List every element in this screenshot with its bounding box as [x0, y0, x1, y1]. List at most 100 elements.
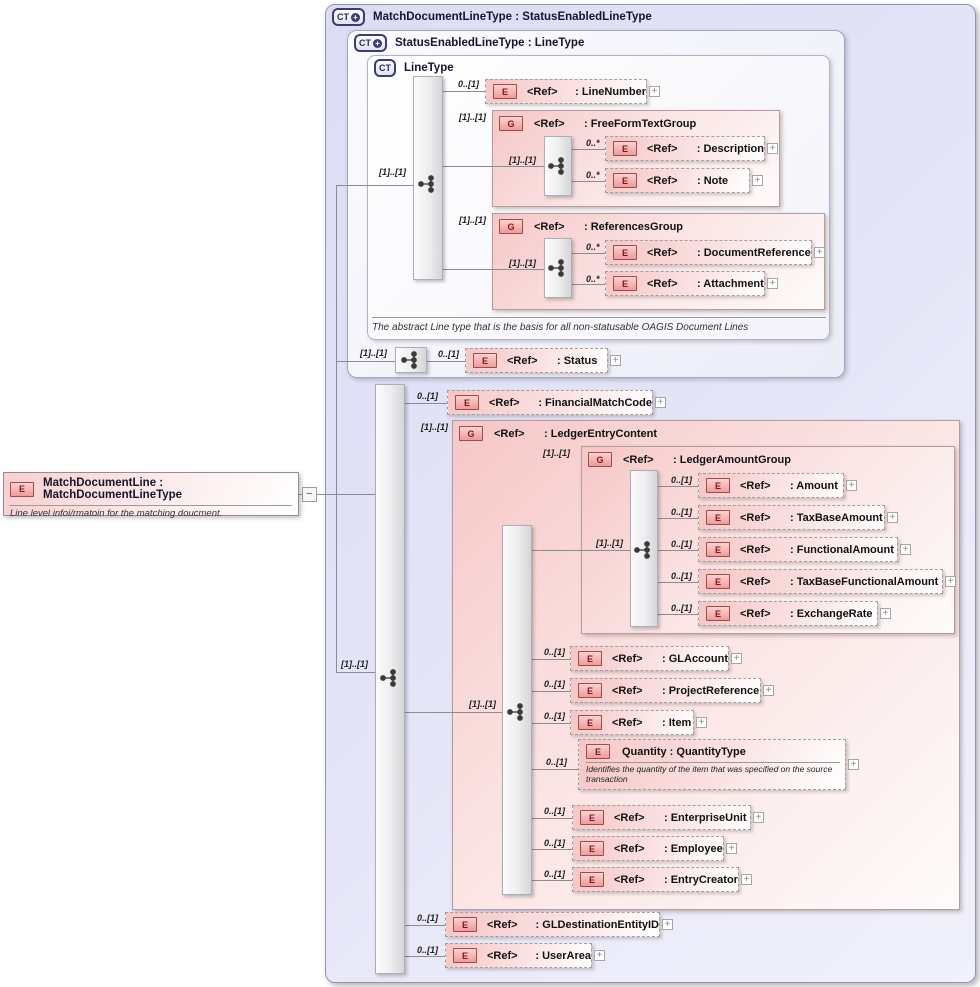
element-name: : Status [557, 354, 598, 367]
expand-icon[interactable]: + [726, 843, 737, 854]
element-name: : Note [697, 174, 729, 187]
expand-icon[interactable]: + [900, 544, 911, 555]
element-item[interactable]: E <Ref> : Item [570, 710, 694, 735]
cardinality-label: 0..[1] [671, 571, 693, 581]
element-projectreference[interactable]: E <Ref> : ProjectReference [570, 678, 761, 703]
complextype-icon: CT+ [332, 8, 365, 26]
expand-icon[interactable]: + [763, 685, 774, 696]
expand-icon[interactable]: + [594, 950, 605, 961]
element-name: : UserArea [535, 949, 591, 962]
expand-icon[interactable]: + [753, 812, 764, 823]
element-description[interactable]: E <Ref> : Description [605, 136, 765, 161]
cardinality-label: 0..[1] [544, 647, 566, 657]
element-icon: E [578, 683, 602, 698]
connector-line [405, 712, 502, 713]
element-entrycreator[interactable]: E <Ref> : EntryCreator [572, 867, 739, 892]
connector-line [532, 849, 572, 850]
group-ref: <Ref> [623, 453, 654, 466]
cardinality-label: 0..* [586, 138, 600, 148]
element-employee[interactable]: E <Ref> : Employee [572, 836, 724, 861]
element-icon: E [613, 276, 637, 291]
connector-line [658, 518, 698, 519]
element-icon: E [706, 478, 730, 493]
element-note[interactable]: E <Ref> : Note [605, 168, 750, 193]
cardinality-label: [1]..[1] [509, 155, 536, 165]
expand-icon[interactable]: + [767, 278, 778, 289]
element-name: : Attachment [697, 277, 764, 290]
element-glaccount[interactable]: E <Ref> : GLAccount [570, 646, 729, 671]
element-ref: <Ref> [487, 918, 518, 931]
element-name: : TaxBaseFunctionalAmount [790, 575, 939, 588]
element-enterpriseunit[interactable]: E <Ref> : EnterpriseUnit [572, 805, 751, 830]
cardinality-label: 0..[1] [671, 475, 693, 485]
cardinality-label: [1]..[1] [509, 258, 536, 268]
connector-line [658, 582, 698, 583]
cardinality-label: 0..[1] [671, 507, 693, 517]
expand-icon[interactable]: + [767, 143, 778, 154]
element-icon: E [706, 574, 730, 589]
cardinality-label: [1]..[1] [459, 112, 486, 122]
element-attachment[interactable]: E <Ref> : Attachment [605, 271, 765, 296]
element-functionalamount[interactable]: E <Ref> : FunctionalAmount [698, 537, 898, 562]
expand-icon[interactable]: + [752, 175, 763, 186]
element-taxbaseamount[interactable]: E <Ref> : TaxBaseAmount [698, 505, 885, 530]
group-name: : FreeFormTextGroup [584, 117, 697, 130]
element-ref: <Ref> [507, 354, 538, 367]
element-userarea[interactable]: E <Ref> : UserArea [445, 943, 592, 968]
expand-icon[interactable]: + [610, 355, 621, 366]
element-matchdocumentline[interactable]: E MatchDocumentLine : MatchDocumentLineT… [3, 472, 299, 519]
element-icon: E [706, 542, 730, 557]
expand-icon[interactable]: + [848, 759, 859, 770]
element-quantity[interactable]: E Quantity : QuantityType Identifies the… [578, 739, 846, 790]
element-documentreference[interactable]: E <Ref> : DocumentReference [605, 240, 812, 265]
element-ref: <Ref> [614, 811, 645, 824]
connector-line [405, 403, 447, 404]
element-name: : ExchangeRate [790, 607, 873, 620]
element-ref: <Ref> [740, 479, 771, 492]
connector-line [336, 361, 395, 362]
element-title: MatchDocumentLine : MatchDocumentLineTyp… [43, 477, 183, 501]
element-icon: E [578, 715, 602, 730]
element-exchangerate[interactable]: E <Ref> : ExchangeRate [698, 601, 878, 626]
expand-icon[interactable]: + [846, 480, 857, 491]
cardinality-label: [1]..[1] [459, 215, 486, 225]
cardinality-label: 0..[1] [544, 838, 566, 848]
expand-icon[interactable]: + [655, 397, 666, 408]
element-icon: E [613, 141, 637, 156]
expand-icon[interactable]: + [887, 512, 898, 523]
element-status[interactable]: E <Ref> : Status [465, 348, 608, 373]
cardinality-label: [1]..[1] [379, 167, 406, 177]
connector-line [532, 659, 570, 660]
expand-icon[interactable]: + [649, 86, 660, 97]
connector-line [405, 925, 445, 926]
element-amount[interactable]: E <Ref> : Amount [698, 473, 844, 498]
element-ref: <Ref> [527, 85, 558, 98]
linetype-annotation: The abstract Line type that is the basis… [372, 322, 749, 333]
sequence-bar-ledgerentrycontent [502, 525, 532, 895]
element-ref: <Ref> [647, 174, 678, 187]
element-ref: <Ref> [740, 607, 771, 620]
collapse-icon[interactable]: − [302, 487, 317, 502]
sequence-icon [380, 669, 396, 687]
complextype-icon: CT [374, 59, 396, 77]
expand-icon[interactable]: + [696, 717, 707, 728]
expand-icon[interactable]: + [945, 576, 956, 587]
sequence-icon [634, 541, 650, 559]
expand-icon[interactable]: + [741, 874, 752, 885]
element-financialmatchcode[interactable]: E <Ref> : FinancialMatchCode [447, 390, 653, 415]
element-gldestinationentityid[interactable]: E <Ref> : GLDestinationEntityID [445, 912, 660, 937]
connector-line [658, 486, 698, 487]
connector-line [532, 723, 570, 724]
cardinality-label: 0..* [586, 274, 600, 284]
expand-icon[interactable]: + [814, 247, 825, 258]
cardinality-label: [1]..[1] [360, 348, 387, 358]
expand-icon[interactable]: + [731, 653, 742, 664]
expand-icon[interactable]: + [880, 608, 891, 619]
cardinality-label: [1]..[1] [543, 448, 570, 458]
connector-line [336, 185, 413, 186]
group-header-referencesgroup: G <Ref> : ReferencesGroup [499, 219, 683, 234]
element-taxbasefunctionalamount[interactable]: E <Ref> : TaxBaseFunctionalAmount [698, 569, 943, 594]
element-linenumber[interactable]: E <Ref> : LineNumber [485, 79, 647, 104]
expand-icon[interactable]: + [662, 919, 673, 930]
element-icon: E [706, 510, 730, 525]
